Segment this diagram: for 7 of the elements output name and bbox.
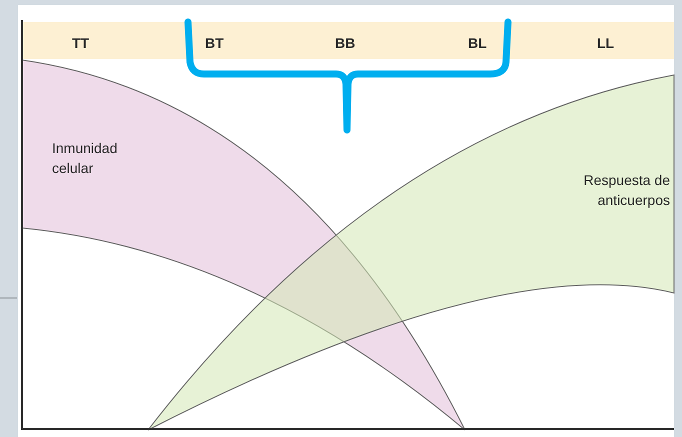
spectrum-label: LL [597, 34, 614, 53]
spectrum-label: TT [72, 34, 90, 53]
spectrum-label: BB [335, 34, 356, 53]
band-label: Respuesta de anticuerpos [582, 171, 670, 210]
spectrum-label: BT [205, 34, 224, 53]
band-label: Inmunidad celular [52, 139, 118, 178]
spectrum-label: BL [468, 34, 487, 53]
